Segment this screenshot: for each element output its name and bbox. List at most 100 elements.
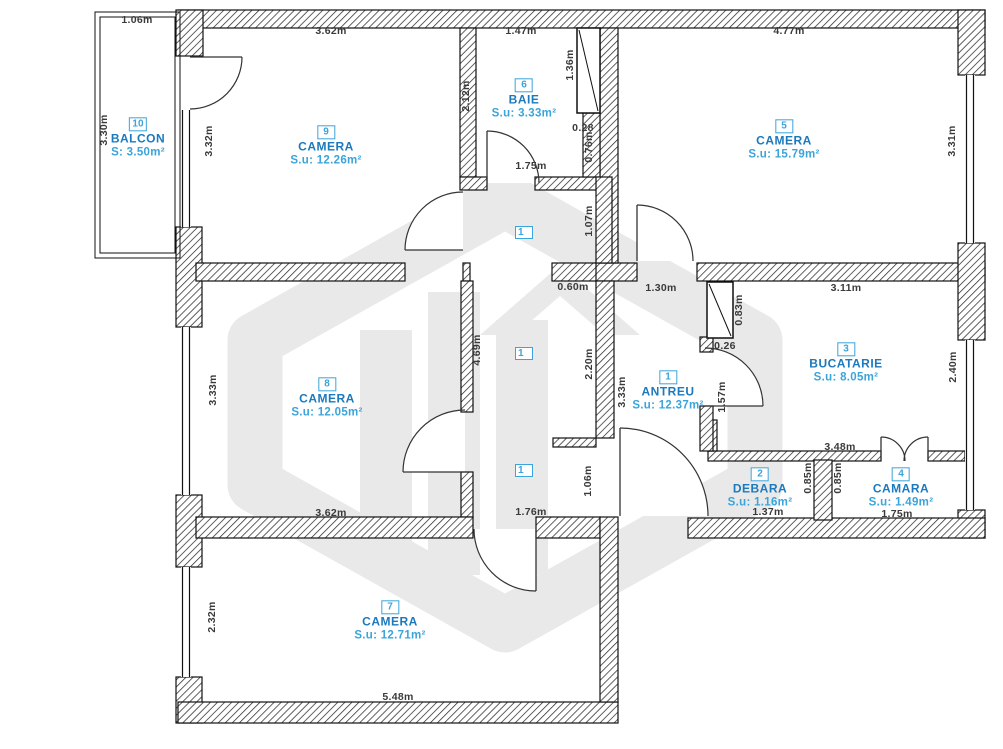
wall: [813, 459, 833, 521]
room-area: S.u: 12.71m²: [354, 628, 426, 641]
door-arc: [903, 436, 929, 462]
wall: [957, 9, 986, 76]
dimension-label: 1.30m: [645, 282, 677, 294]
room-area: S.u: 8.05m²: [813, 370, 879, 383]
dimension-label: 1.75m: [515, 160, 547, 172]
room-area: S.u: 1.49m²: [868, 495, 934, 508]
dimension-label: 0.26: [714, 340, 736, 352]
room-area: S: 3.50m²: [111, 145, 165, 158]
door-arc: [189, 56, 243, 110]
room-area: S.u: 1.16m²: [727, 495, 793, 508]
wall: [459, 176, 488, 191]
wall: [460, 471, 474, 518]
room-area: S.u: 12.05m²: [291, 405, 363, 418]
door-swing-area: [405, 192, 463, 250]
door-arc: [704, 347, 764, 407]
room-name: CAMERA: [756, 133, 812, 148]
dimension-label: 1.76m: [515, 506, 547, 518]
corridor-room-marker: 1: [515, 222, 533, 240]
dimension-label: 1.75m: [881, 508, 913, 520]
door-arc: [619, 427, 709, 517]
room-name: BALCON: [110, 131, 166, 146]
wall: [927, 450, 966, 462]
door-arc: [636, 204, 694, 262]
dimension-label: 3.62m: [315, 25, 347, 37]
corridor-room-marker: 1: [515, 460, 533, 478]
dimension-label: 2.40m: [947, 351, 959, 383]
dimension-label: 0.83m: [733, 294, 745, 326]
balcony-railing: [99, 16, 176, 254]
room-number-badge: 3: [836, 342, 855, 357]
door-swing-area: [881, 437, 905, 461]
dimension-label: 0.28: [572, 122, 594, 134]
room-number-badge: 1: [515, 464, 533, 477]
corridor-room-marker: 1: [515, 343, 533, 361]
room-number-badge: 9: [316, 125, 335, 140]
room-number-badge: 2: [751, 467, 769, 482]
wall: [462, 262, 471, 282]
room-name: CAMERA: [299, 391, 355, 406]
wall: [177, 9, 986, 29]
dimension-label: 3.62m: [315, 507, 347, 519]
window: [965, 340, 975, 510]
dimension-label: 1.06m: [121, 14, 153, 26]
dimension-label: 1.06m: [582, 465, 594, 497]
watermark-hexagon: [227, 172, 783, 653]
room-number-badge: 8: [317, 377, 336, 392]
wall: [177, 701, 619, 724]
wall: [195, 516, 474, 539]
dimension-label: 1.36m: [564, 49, 576, 81]
dimension-label: 1.47m: [505, 25, 537, 37]
dimension-label: 4.69m: [471, 334, 483, 366]
door-swing-area: [190, 57, 242, 109]
window: [181, 567, 191, 677]
dimension-label: 0.85m: [832, 462, 844, 494]
room-number-badge: 1: [658, 370, 677, 385]
room-number-badge: 7: [380, 600, 399, 615]
room-name: CAMARA: [872, 481, 930, 496]
room-area: S.u: 15.79m²: [748, 147, 820, 160]
dimension-label: 1.07m: [583, 205, 595, 237]
shaft-diagonal: [708, 283, 732, 337]
dimension-label: 3.11m: [830, 282, 862, 294]
balcony-railing: [94, 11, 181, 259]
wall: [687, 517, 986, 539]
room-number-badge: 6: [515, 78, 533, 93]
room-number-badge: 5: [774, 119, 793, 134]
dimension-label: 3.33m: [207, 374, 219, 406]
room-area: S.u: 12.26m²: [290, 153, 362, 166]
room-name: ANTREU: [641, 384, 695, 399]
room-number-badge: 1: [515, 226, 533, 239]
dimension-label: 0.85m: [802, 462, 814, 494]
wall: [534, 176, 599, 191]
dimension-label: 0.60m: [557, 281, 589, 293]
room-name: DEBARA: [732, 481, 788, 496]
room-name: BUCATARIE: [809, 356, 883, 371]
wall: [595, 280, 615, 439]
wall: [535, 516, 601, 539]
door-swing-area: [637, 205, 693, 261]
wall: [699, 336, 714, 353]
room-number-badge: 10: [128, 117, 147, 132]
wall: [551, 262, 599, 282]
wall: [595, 176, 613, 264]
room-number-badge: 1: [515, 347, 533, 360]
wall: [595, 262, 638, 282]
door-arc: [402, 409, 466, 473]
room-area: S.u: 12.37m²: [632, 398, 704, 411]
wall: [195, 262, 406, 282]
dimension-label: 5.48m: [382, 691, 414, 703]
window: [181, 327, 191, 495]
dimension-label: 1.37m: [752, 506, 784, 518]
door-swing-area: [705, 348, 763, 406]
wall: [599, 516, 619, 703]
wall: [957, 242, 986, 341]
